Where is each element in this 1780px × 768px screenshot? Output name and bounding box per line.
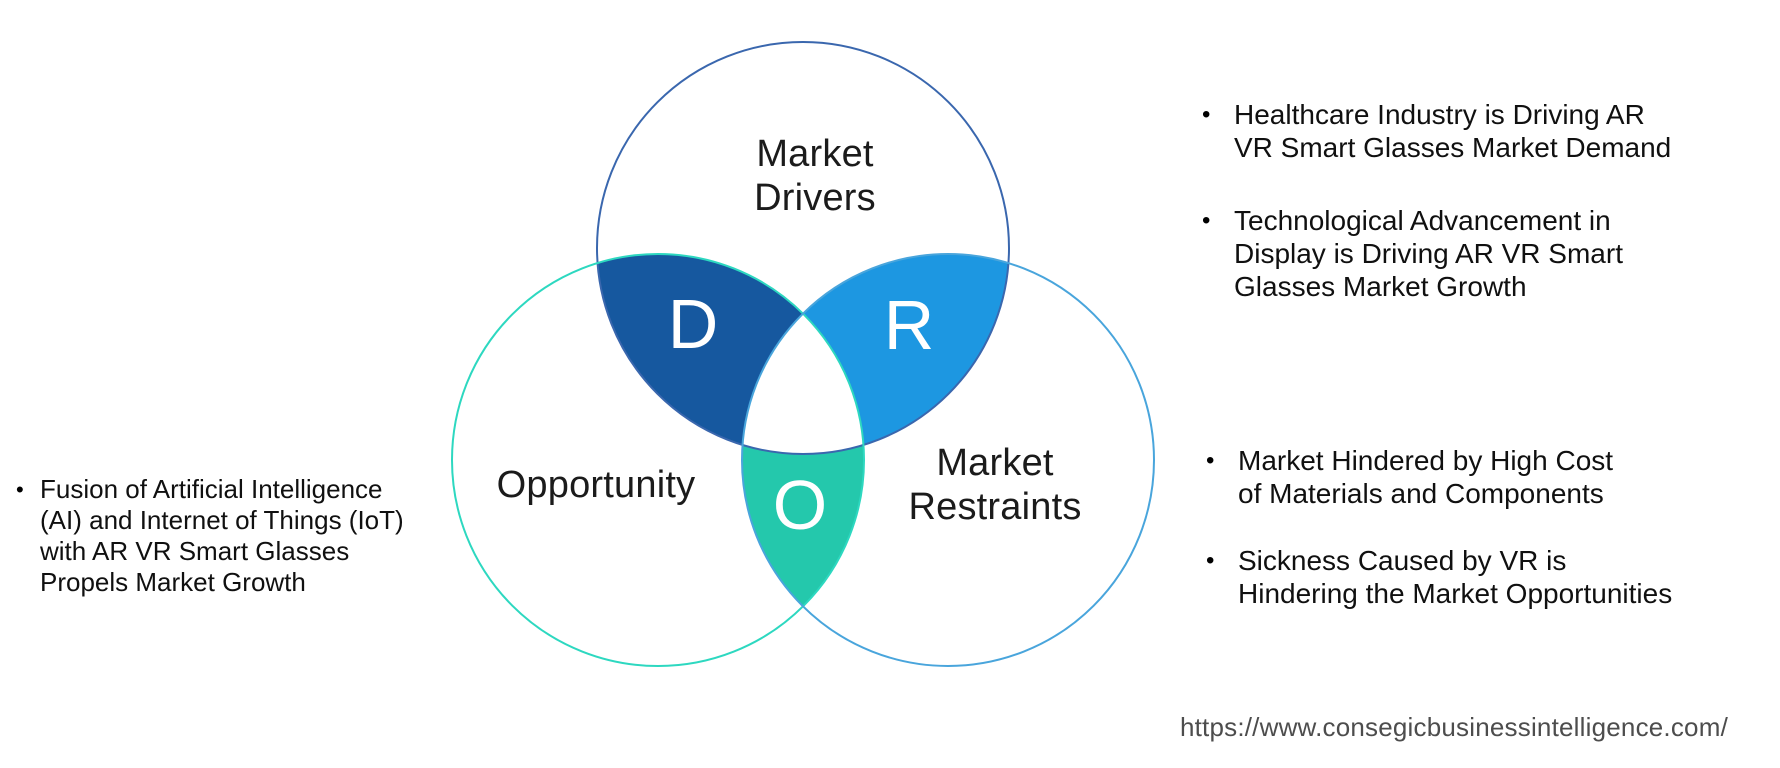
note-text: Sickness Caused by VR is Hindering the M… (1238, 545, 1673, 609)
overlap-letter-d: D (668, 285, 719, 363)
bullet-marker: • (1202, 101, 1211, 128)
opportunity-notes: • Fusion of Artificial Intelligence (AI)… (16, 474, 476, 598)
note-text: Technological Advancement in Display is … (1234, 205, 1623, 302)
note-item: • Healthcare Industry is Driving AR VR S… (1202, 98, 1742, 164)
bullet-marker: • (1206, 447, 1215, 474)
drivers-circle-label: Market Drivers (754, 133, 876, 219)
note-item: • Technological Advancement in Display i… (1202, 204, 1742, 303)
bullet-marker: • (1202, 207, 1211, 234)
restraints-circle-outline (741, 253, 1155, 667)
note-item: • Fusion of Artificial Intelligence (AI)… (16, 474, 476, 598)
source-url-link[interactable]: https://www.consegicbusinessintelligence… (1179, 712, 1728, 742)
restraints-circle-label: Market Restraints (908, 442, 1082, 528)
opportunity-circle-outline (451, 253, 865, 667)
overlap-letter-o: O (773, 466, 827, 544)
bullet-marker: • (1206, 547, 1215, 574)
note-text: Market Hindered by High Cost of Material… (1238, 445, 1614, 509)
restraints-notes: • Market Hindered by High Cost of Materi… (1206, 444, 1746, 610)
bullet-marker: • (16, 477, 24, 502)
opportunity-circle-label: Opportunity (496, 464, 696, 506)
note-text: Healthcare Industry is Driving AR VR Sma… (1234, 99, 1672, 163)
note-text: Fusion of Artificial Intelligence (AI) a… (40, 474, 404, 597)
note-item: • Sickness Caused by VR is Hindering the… (1206, 544, 1746, 610)
drivers-notes: • Healthcare Industry is Driving AR VR S… (1202, 98, 1742, 303)
overlap-letter-r: R (884, 286, 935, 364)
note-item: • Market Hindered by High Cost of Materi… (1206, 444, 1746, 510)
drivers-circle-outline (596, 41, 1010, 455)
overlap-region-opportunity-restraints (741, 445, 865, 607)
